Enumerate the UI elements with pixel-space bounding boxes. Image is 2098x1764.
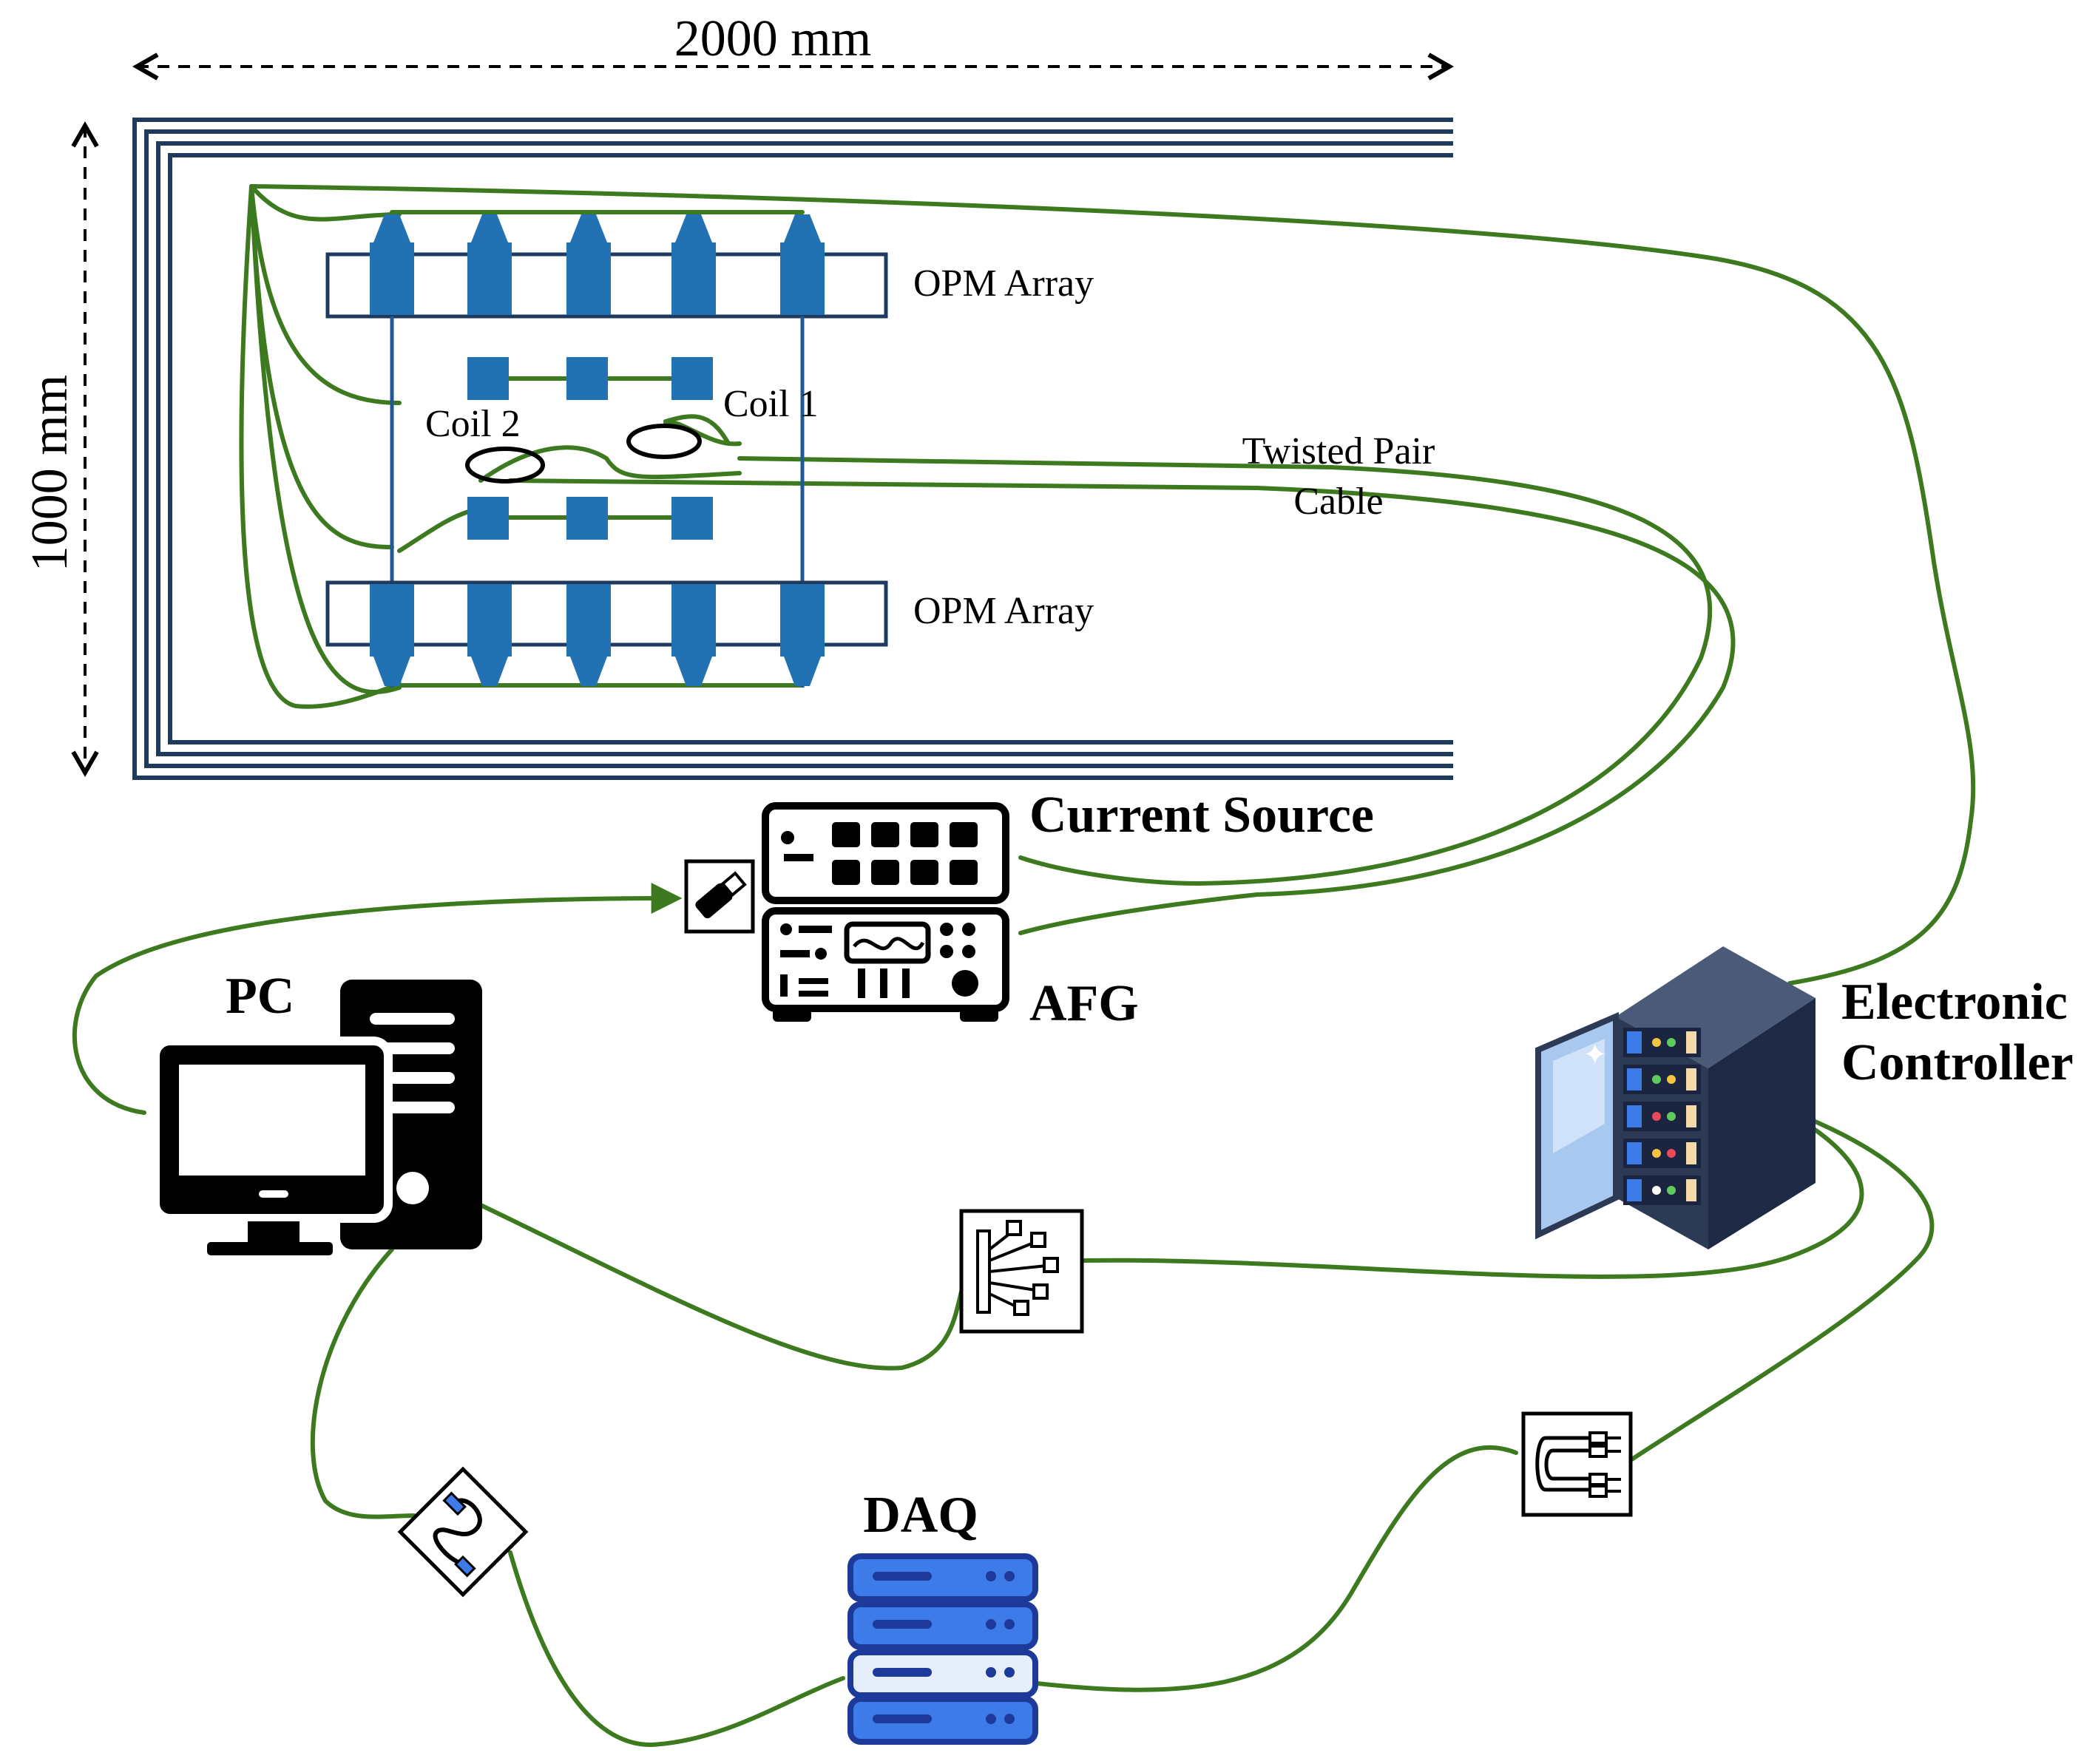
opm-sensor — [780, 584, 825, 686]
pc-monitor-icon — [151, 1037, 393, 1255]
usb-cable-icon — [397, 1466, 529, 1598]
height-dimension: 1000 mm — [21, 121, 99, 778]
electronic-controller-label: Electronic Controller — [1841, 974, 2074, 1091]
opm-sensor — [467, 214, 512, 315]
opm-sensor — [566, 214, 611, 315]
daq-server-icon: DAQ — [847, 1487, 1038, 1745]
magnetic-shield — [132, 118, 1453, 780]
opm-array-bottom: OPM Array — [325, 580, 1094, 686]
height-label: 1000 mm — [21, 375, 78, 571]
twisted-pair-label: Twisted Pair Cable — [1242, 430, 1435, 523]
width-label: 2000 mm — [674, 10, 871, 67]
coil-2-label: Coil 2 — [425, 403, 521, 445]
opm-sensor — [671, 584, 716, 686]
coil-1-label: Coil 1 — [723, 383, 819, 425]
opm-sensor — [467, 584, 512, 686]
reference-sensors — [467, 357, 713, 540]
opm-sensor — [671, 214, 716, 315]
server-rack-icon: ✦ — [1535, 946, 1816, 1249]
usb-stick-icon — [684, 859, 755, 934]
opm-array-top-label: OPM Array — [913, 262, 1094, 305]
pc-label: PC — [226, 968, 294, 1025]
opm-sensor — [370, 584, 414, 686]
pc: PC — [151, 968, 482, 1255]
opm-sensor — [370, 214, 414, 315]
daq-label: DAQ — [863, 1487, 978, 1544]
current-source-icon: Current Source — [762, 787, 1374, 904]
opm-array-bottom-label: OPM Array — [913, 590, 1094, 632]
twisted-pair-line2: Cable — [1293, 481, 1383, 523]
coil-2: Coil 2 — [425, 403, 545, 484]
wires — [72, 184, 1976, 1748]
width-dimension: 2000 mm — [132, 10, 1455, 81]
afg-label: AFG — [1029, 975, 1139, 1032]
current-source-label: Current Source — [1029, 787, 1374, 844]
afg-icon: AFG — [762, 907, 1139, 1032]
electronic-controller-line2: Controller — [1841, 1034, 2074, 1091]
opm-sensor — [780, 214, 825, 315]
twisted-pair-line1: Twisted Pair — [1242, 430, 1435, 472]
svg-text:✦: ✦ — [1583, 1038, 1608, 1071]
electronic-controller-line1: Electronic — [1841, 974, 2068, 1031]
connector-cable-icon — [1521, 1411, 1633, 1517]
coil-1: Coil 1 — [626, 383, 819, 459]
cable-bundle-icon — [959, 1209, 1084, 1334]
opm-sensor — [566, 584, 611, 686]
